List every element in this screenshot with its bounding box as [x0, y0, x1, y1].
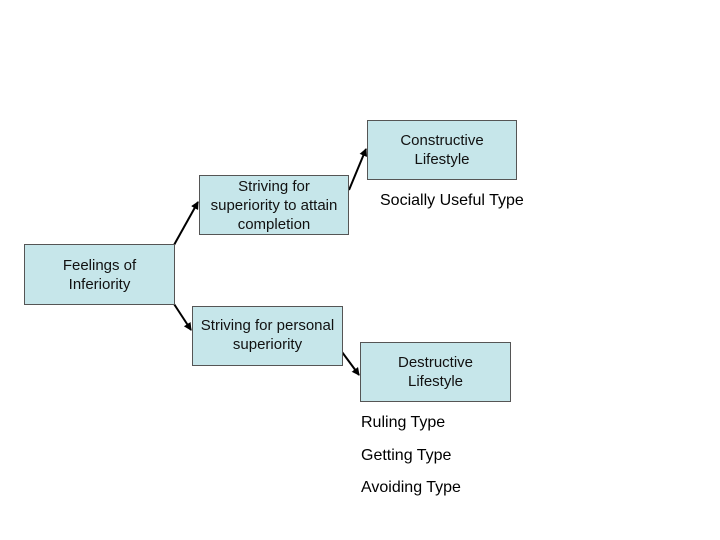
getting-type-label: Getting Type [361, 447, 452, 464]
ruling-type-label: Ruling Type [361, 414, 446, 431]
avoiding-type-label: Avoiding Type [361, 479, 461, 496]
socially-useful-type-label: Socially Useful Type [380, 192, 524, 209]
destructive-lifestyle-box: Destructive Lifestyle [360, 342, 511, 402]
arrow-feelings-to-personal [173, 303, 192, 331]
striving-completion-box: Striving for superiority to attain compl… [199, 175, 349, 235]
arrow-completion-to-constructive [348, 148, 368, 191]
constructive-lifestyle-box: Constructive Lifestyle [367, 120, 517, 180]
striving-personal-box: Striving for personal superiority [192, 306, 343, 366]
feelings-of-inferiority-box: Feelings of Inferiority [24, 244, 175, 305]
arrow-feelings-to-completion [173, 201, 199, 246]
arrow-personal-to-destructive [341, 351, 360, 376]
